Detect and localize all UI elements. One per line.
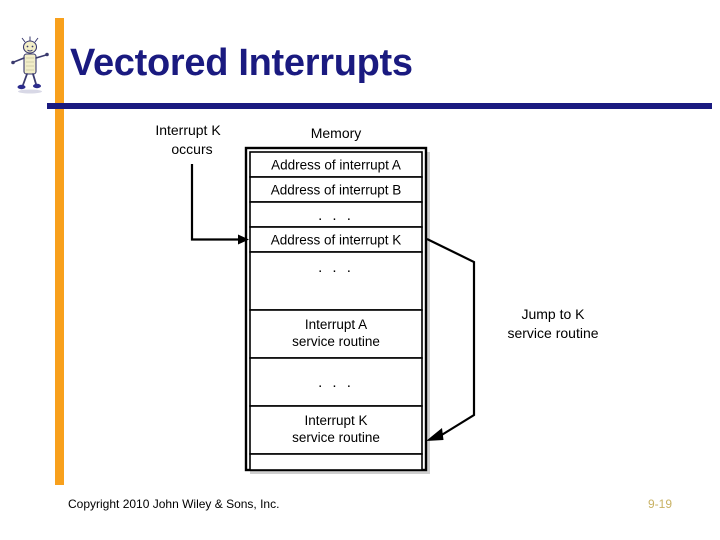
- memory-row-address-k: [249, 226, 423, 253]
- right-annotation-line1: Jump to K: [521, 306, 585, 322]
- footer-page-number: 9-19: [648, 497, 673, 511]
- memory-row-label-routine-k-line2: service routine: [292, 430, 380, 445]
- memory-row-label-address-b: Address of interrupt B: [271, 183, 402, 198]
- memory-row-label-ellipsis-1: . . .: [318, 207, 354, 224]
- memory-heading: Memory: [311, 125, 362, 141]
- memory-row-label-ellipsis-3: . . .: [318, 374, 354, 391]
- memory-row-label-address-k: Address of interrupt K: [271, 233, 402, 248]
- memory-row-label-routine-k-line1: Interrupt K: [304, 413, 367, 428]
- left-annotation-line2: occurs: [171, 141, 212, 157]
- interrupt-occurs-arrow: [190, 164, 249, 245]
- stick-figure-mascot-icon: [8, 36, 52, 94]
- jump-to-k-arrow: [426, 238, 476, 441]
- title-underline-rule: [47, 103, 712, 109]
- memory-row-empty: [249, 453, 423, 471]
- accent-bar-vertical: [55, 18, 64, 485]
- memory-row-label-address-a: Address of interrupt A: [271, 158, 401, 173]
- memory-row-label-routine-a-line2: service routine: [292, 334, 380, 349]
- page-title: Vectored Interrupts: [70, 42, 413, 84]
- vectored-interrupts-diagram: Memory Address of interrupt A Address of…: [140, 118, 660, 488]
- memory-row-label-ellipsis-2: . . .: [318, 259, 354, 276]
- memory-row-routine-a: [249, 309, 423, 359]
- memory-row-ellipsis-2: [249, 251, 423, 311]
- left-annotation-line1: Interrupt K: [155, 122, 221, 138]
- right-annotation-line2: service routine: [507, 325, 598, 341]
- memory-row-address-b: [249, 176, 423, 203]
- memory-row-label-routine-a-line1: Interrupt A: [305, 317, 367, 332]
- memory-row-address-a: [249, 151, 423, 178]
- footer-copyright: Copyright 2010 John Wiley & Sons, Inc.: [68, 497, 280, 511]
- memory-row-ellipsis-3: [249, 357, 423, 407]
